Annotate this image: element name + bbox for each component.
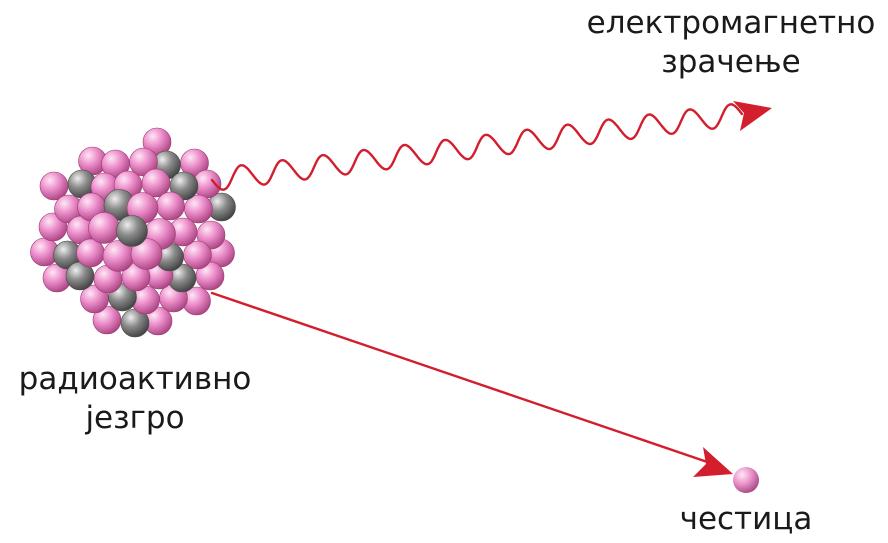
particle-path-line bbox=[212, 293, 722, 467]
nucleus-label: радиоактивно језгро bbox=[0, 360, 270, 438]
radiation-arrowhead-icon bbox=[733, 101, 772, 131]
neutron-ball bbox=[117, 216, 148, 247]
radiation-wave-line bbox=[212, 104, 742, 189]
nucleus-label-line1: радиоактивно bbox=[0, 360, 270, 399]
particle-arrow bbox=[212, 293, 733, 477]
proton-ball bbox=[89, 213, 120, 244]
radiation-arrow bbox=[212, 101, 772, 190]
particle-arrowhead-icon bbox=[693, 447, 733, 477]
particle-label: честица bbox=[676, 500, 816, 539]
radiation-label-line1: електромагнетно bbox=[575, 4, 887, 43]
radiation-label: електромагнетно зрачење bbox=[575, 4, 887, 82]
nucleus-label-line2: језгро bbox=[0, 399, 270, 438]
particle-sphere-icon bbox=[733, 467, 759, 493]
radioactive-nucleus-icon bbox=[31, 128, 236, 337]
proton-ball bbox=[157, 192, 185, 220]
particle-label-text: честица bbox=[676, 500, 816, 539]
radiation-label-line2: зрачење bbox=[575, 43, 887, 82]
